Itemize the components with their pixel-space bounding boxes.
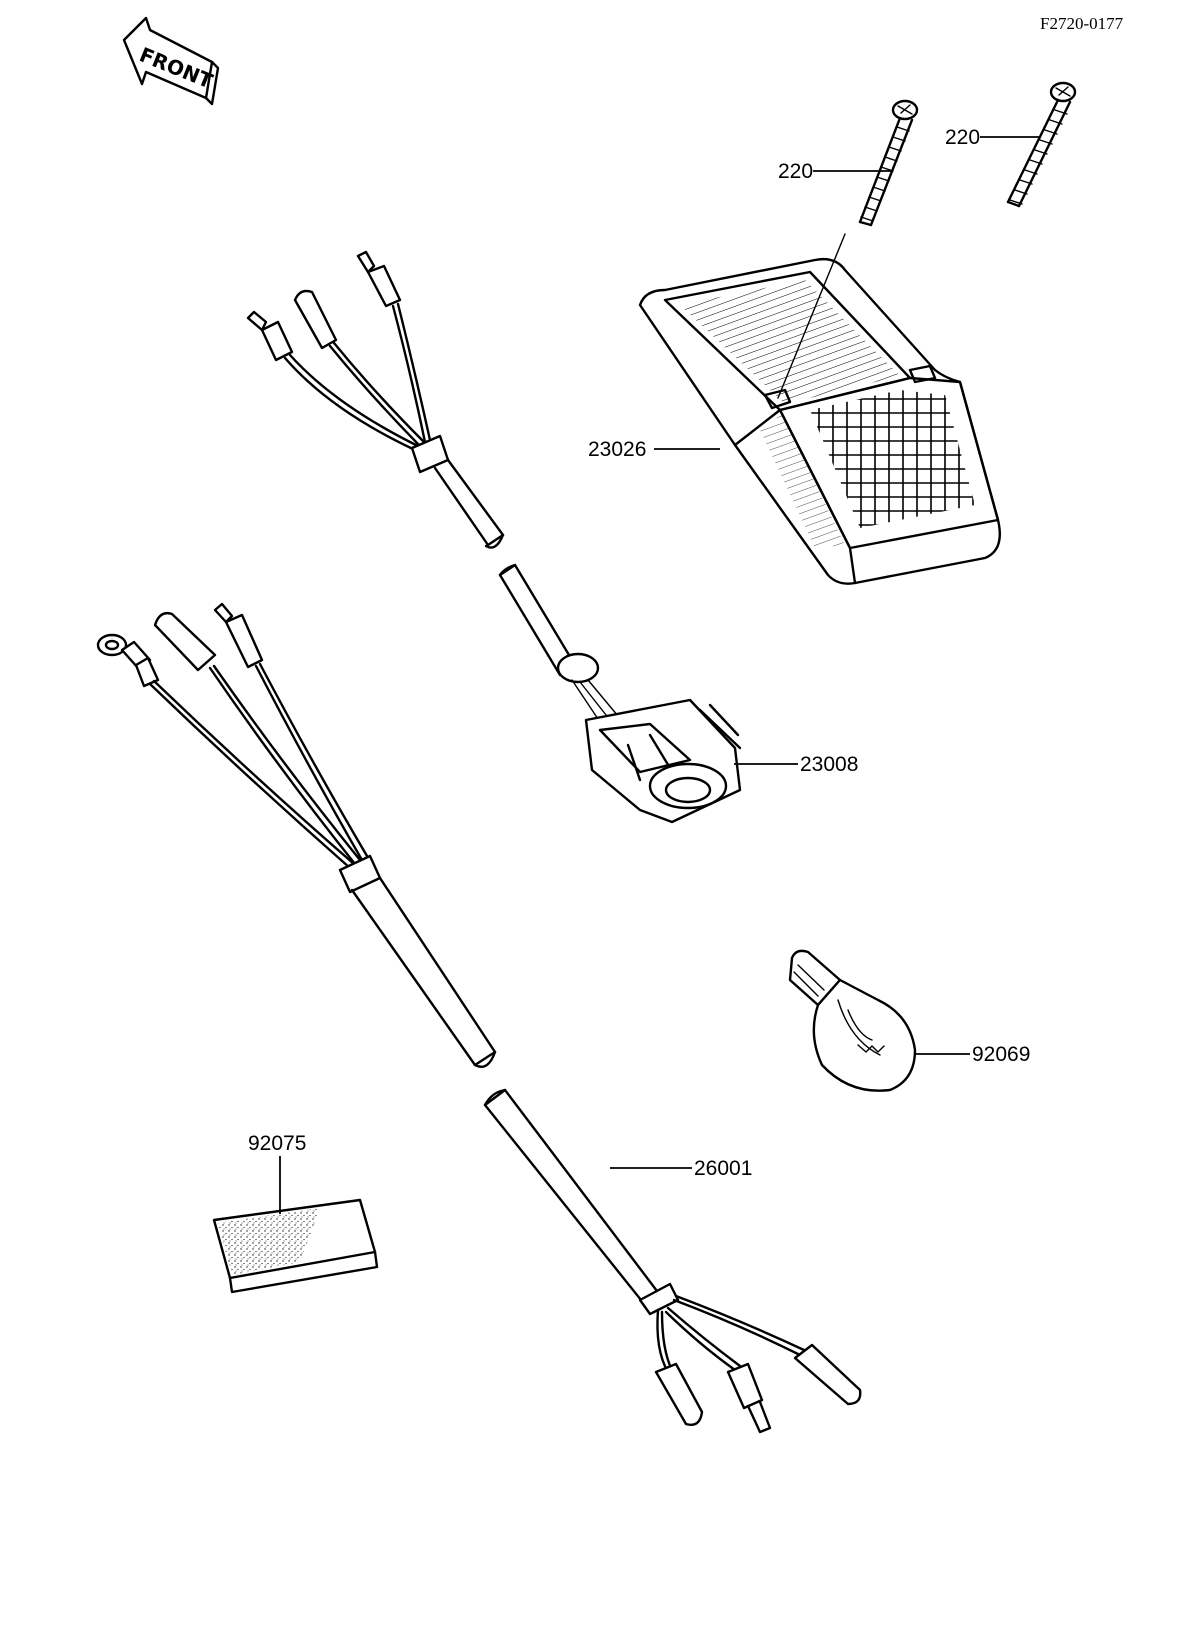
bulb [788, 949, 917, 1092]
socket-harness [246, 250, 577, 677]
callout-screw-left: 220 [778, 160, 813, 183]
callout-lens: 23026 [588, 438, 646, 461]
main-harness [96, 602, 862, 1434]
callout-socket: 23008 [800, 753, 858, 776]
callout-screw-right: 220 [945, 126, 980, 149]
screw-right [1006, 81, 1077, 208]
callout-bulb: 92069 [972, 1043, 1030, 1066]
taillight-lens [638, 233, 1002, 585]
bulb-socket [556, 652, 742, 824]
foam-pad [212, 1198, 379, 1294]
callout-pad: 92075 [248, 1132, 306, 1155]
front-arrow-icon: FRONT [122, 16, 220, 106]
screw-left [858, 99, 919, 227]
callout-harness: 26001 [694, 1157, 752, 1180]
drawing-code: F2720-0177 [1040, 14, 1124, 33]
